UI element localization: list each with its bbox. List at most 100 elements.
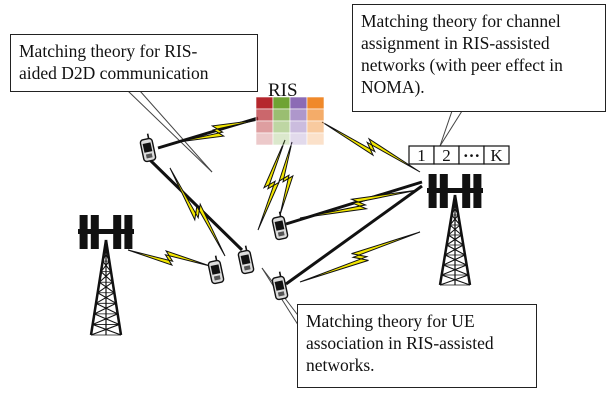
phone-screen	[142, 142, 153, 153]
tower-brace	[95, 302, 118, 315]
callout-pointer-line	[439, 110, 453, 147]
phone-keypad	[145, 153, 153, 159]
tower-brace	[449, 224, 463, 236]
ris-element	[306, 96, 325, 110]
tower-brace	[447, 224, 461, 236]
phone-screen	[274, 280, 285, 291]
lightning-link-icon	[257, 139, 286, 231]
tower-brace	[92, 313, 118, 325]
tower-brace	[441, 264, 467, 276]
tower-brace	[94, 313, 120, 325]
phone-keypad	[213, 275, 221, 281]
tower-brace	[102, 250, 109, 262]
phone-antenna	[278, 271, 282, 277]
tower-brace	[90, 323, 120, 336]
tower-icon	[78, 215, 134, 336]
callout-channel-assignment: Matching theory for channel assignment i…	[352, 4, 606, 112]
channel-label-1: 1	[417, 146, 426, 165]
channel-blocks: 1 2 … K	[408, 142, 510, 165]
phone-keypad	[277, 291, 285, 297]
lightning-link-icon	[127, 249, 211, 267]
ris-element	[289, 120, 308, 134]
ue-phone-icon	[207, 255, 225, 285]
tower-brace	[439, 274, 469, 286]
callout-d2d-line: aided D2D communication	[19, 63, 209, 83]
tower-brace	[448, 234, 464, 246]
ue-phone-icon	[271, 211, 289, 241]
tower-brace	[95, 292, 115, 304]
phone-screen	[240, 254, 251, 265]
tower-brace	[94, 302, 117, 315]
tower-brace	[103, 250, 110, 262]
ris-label: RIS	[268, 80, 298, 101]
channel-block-k	[483, 145, 510, 165]
tower-brace	[452, 194, 456, 206]
lightning-link-icon	[321, 121, 421, 173]
tower-brace	[451, 204, 458, 216]
tower-brace	[102, 260, 112, 273]
phone-keypad	[243, 265, 251, 271]
ris-element	[306, 132, 325, 146]
ue-phone-icon	[271, 271, 289, 301]
phone-screen	[210, 264, 221, 275]
callout-channel-line: NOMA).	[361, 77, 425, 97]
ue-phone-icon	[237, 245, 255, 275]
callout-d2d-line: Matching theory for RIS-	[19, 41, 198, 61]
lightning-link-icon	[299, 231, 421, 283]
callout-channel-line: Matching theory for channel	[361, 11, 561, 31]
callout-ue-line: networks.	[306, 355, 375, 375]
tower-leg	[453, 194, 472, 286]
tower-brace	[97, 281, 113, 294]
callout-ue-line: Matching theory for UE	[306, 311, 475, 331]
phone-antenna	[146, 133, 150, 139]
lightning-link-icon	[299, 189, 419, 219]
ue-devices	[139, 133, 289, 301]
phone-antenna	[214, 255, 218, 261]
tower-brace	[441, 274, 471, 286]
phone-antenna	[278, 211, 282, 217]
lightning-link-icon	[169, 167, 226, 257]
tower-brace	[100, 271, 114, 283]
tower-brace	[100, 260, 110, 273]
tower-brace	[99, 281, 115, 294]
channel-label-k: K	[490, 146, 503, 165]
ris-element	[289, 108, 308, 122]
channel-label-dots: …	[463, 142, 480, 161]
callout-pointer-line	[127, 90, 213, 173]
tower-leg	[89, 239, 108, 336]
tower-brace	[449, 214, 459, 226]
phone-screen	[274, 220, 285, 231]
wireless-links	[127, 119, 421, 283]
ris-element	[306, 108, 325, 122]
ris-element	[306, 120, 325, 134]
ris-element	[255, 132, 274, 146]
tower-leg	[104, 239, 123, 336]
tower-icon	[427, 174, 483, 286]
ris-element	[272, 108, 291, 122]
tower-brace	[446, 244, 466, 256]
ue-phone-icon	[139, 133, 157, 163]
phone-antenna	[244, 245, 248, 251]
tower-brace	[452, 204, 459, 216]
tower-brace	[443, 264, 469, 276]
tower-brace	[446, 234, 462, 246]
tower-brace	[443, 254, 466, 266]
solid-link	[148, 158, 244, 252]
ris-element	[289, 132, 308, 146]
ris-element	[272, 132, 291, 146]
tower-brace	[98, 271, 112, 283]
callout-ue-association: Matching theory for UE association in RI…	[297, 304, 537, 388]
tower-brace	[444, 244, 464, 256]
callout-channel-line: assignment in RIS-assisted	[361, 33, 550, 53]
tower-brace	[103, 239, 107, 251]
callout-channel-line: networks (with peer effect in	[361, 55, 563, 75]
phone-keypad	[277, 231, 285, 237]
callout-ue-line: association in RIS-assisted	[306, 333, 494, 353]
ris-panel-icon	[255, 96, 325, 146]
ris-element	[255, 108, 274, 122]
lightning-link-icon	[278, 141, 294, 216]
antenna-crossbar	[427, 188, 483, 193]
callout-d2d: Matching theory for RIS- aided D2D commu…	[10, 34, 258, 92]
